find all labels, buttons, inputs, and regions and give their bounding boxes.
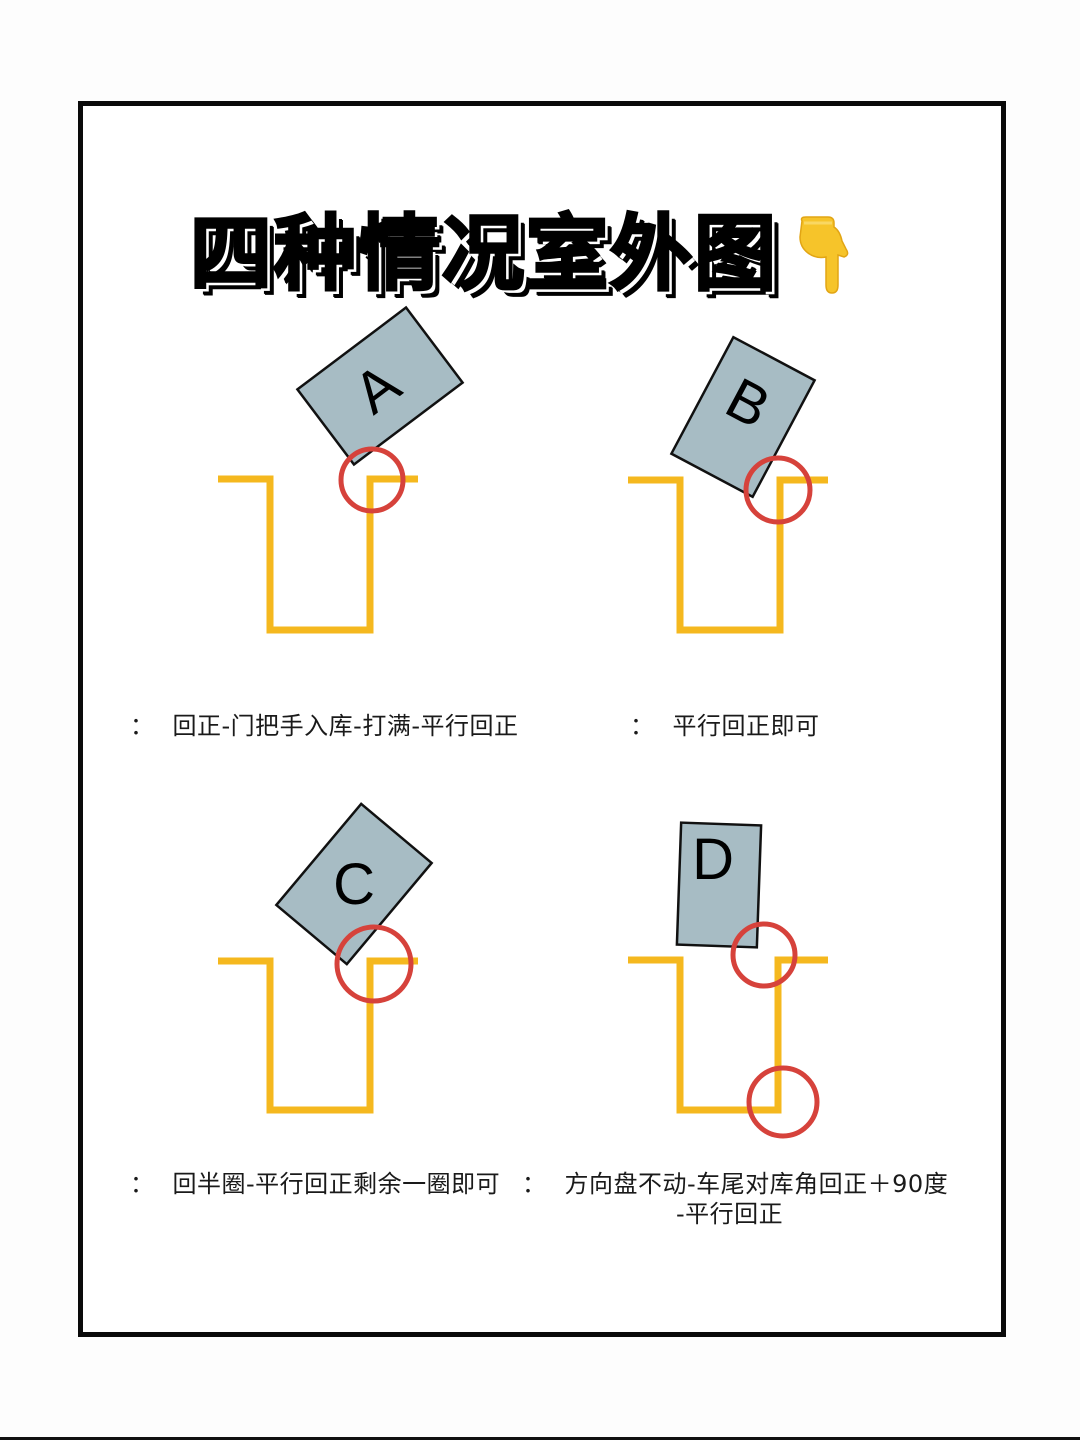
caption-d: ：方向盘不动-车尾对库角回正＋90度 [522, 1170, 949, 1198]
car-label-c: C [333, 852, 375, 917]
diagram-a: A [200, 305, 480, 650]
parking-space-outline [218, 957, 418, 1114]
diagram-c: C [200, 800, 460, 1130]
car-c: C [274, 802, 434, 966]
highlight-circle [730, 921, 798, 989]
parking-space-outline [218, 475, 418, 634]
bottom-edge [0, 1437, 1080, 1440]
pointing-down-hand-icon [799, 216, 849, 294]
car-d: D [675, 821, 763, 949]
page-title: 四种情况室外图 [188, 207, 779, 302]
car-a: A [295, 305, 465, 467]
caption-d-line2: -平行回正 [676, 1200, 784, 1228]
car-label-d: D [692, 827, 734, 892]
highlight-circle [746, 1065, 820, 1139]
caption-b: ：平行回正即可 [630, 712, 820, 740]
caption-c: ：回半圈-平行回正剩余一圈即可 [130, 1170, 501, 1198]
caption-a: ：回正-门把手入库-打满-平行回正 [130, 712, 519, 740]
car-b: B [669, 335, 817, 499]
poster-frame [78, 101, 1006, 1337]
title-block: 四种情况室外图 [188, 205, 858, 305]
highlight-circle [338, 446, 406, 514]
diagram-b: B [610, 330, 850, 650]
parking-space-outline [628, 956, 828, 1114]
diagram-d: D [610, 810, 850, 1150]
parking-space-outline [628, 476, 828, 634]
highlight-circle [743, 455, 813, 525]
highlight-circle [334, 924, 414, 1004]
